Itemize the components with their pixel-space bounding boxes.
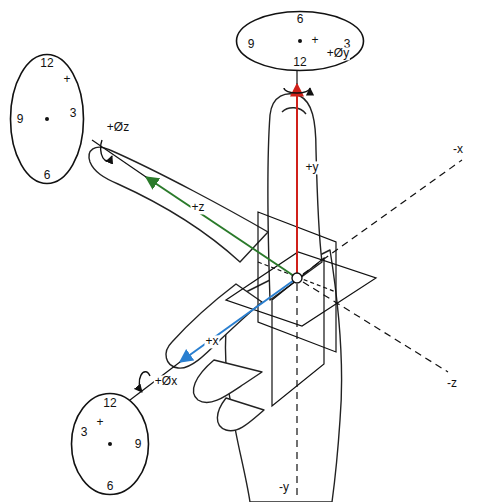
clock-numeral: 9: [17, 113, 24, 125]
axis-label: +Øy: [326, 47, 350, 60]
clock-center: [108, 442, 112, 446]
rotation-rings: [101, 88, 310, 392]
clock-face: 12369+: [235, 10, 365, 72]
axis-label: +x: [204, 335, 219, 348]
axis-label: +y: [304, 161, 319, 174]
axis-label: +z: [190, 201, 205, 214]
axis-label: -y: [278, 481, 290, 494]
clock-numeral: 6: [107, 480, 114, 492]
reference-planes: [226, 212, 376, 406]
clock-numeral: 9: [248, 38, 255, 50]
clock-numeral: 12: [103, 397, 116, 409]
clock-center: [298, 39, 302, 43]
direction-sign: +: [63, 73, 70, 85]
clock-face: 12 3 6 9 +: [70, 392, 150, 496]
clock-numeral: 9: [135, 438, 142, 450]
axis-label: +Øz: [106, 121, 130, 134]
clock-numeral: 3: [81, 426, 88, 438]
clock-numeral: 12: [40, 57, 53, 69]
clock-rim: [72, 394, 149, 495]
clock-rim: [237, 12, 364, 71]
clock-numeral: 12: [293, 56, 306, 68]
direction-sign: +: [96, 416, 103, 428]
clock-numeral: 6: [44, 169, 51, 181]
clock-rim: [11, 55, 84, 184]
direction-sign: +: [311, 34, 318, 46]
axis-label: -z: [446, 377, 458, 390]
clock-numeral: 6: [297, 13, 304, 25]
axis-label: -x: [452, 143, 464, 156]
axis-label: +Øx: [154, 375, 178, 388]
clock-numeral: 3: [70, 107, 77, 119]
clock-face: 12 3 6 9 +: [9, 53, 85, 185]
clock-center: [45, 117, 49, 121]
